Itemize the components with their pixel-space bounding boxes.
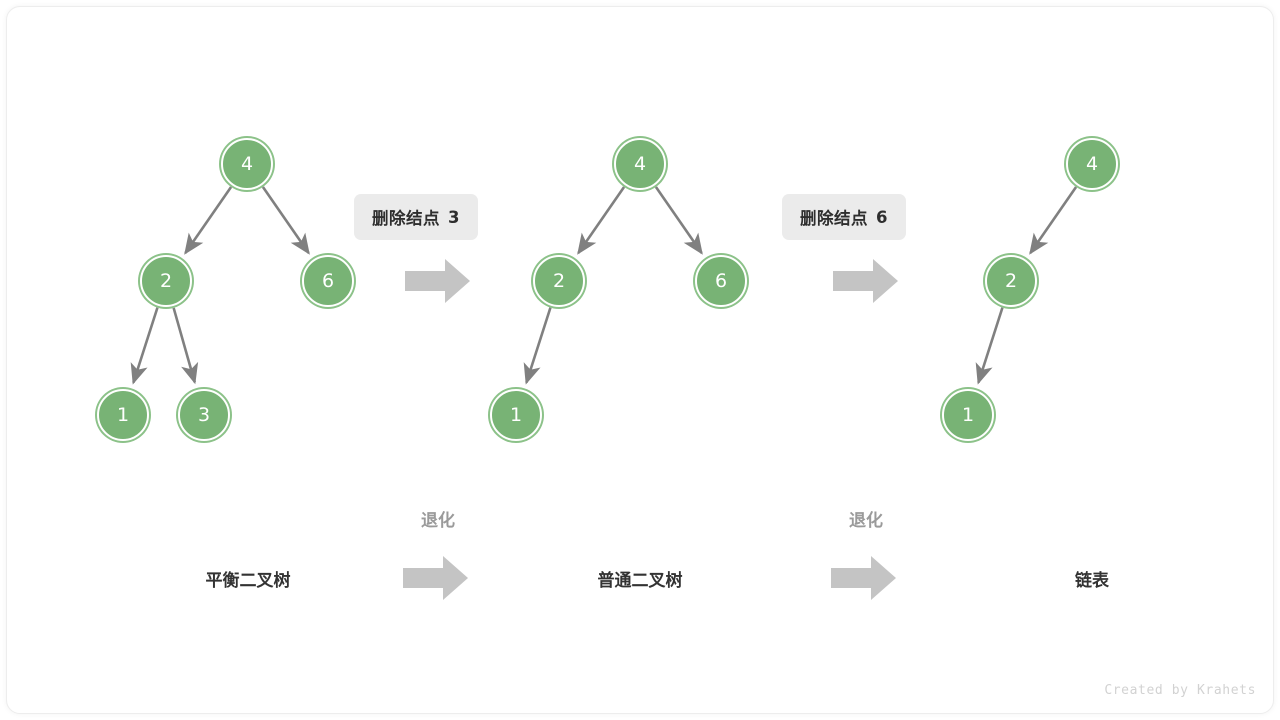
tree-edges [130,186,1078,385]
stage-caption: 链表 [1075,571,1109,591]
tree-edge [1029,186,1078,255]
tree-node[interactable]: 6 [695,255,747,307]
chip-value: 6 [876,207,888,227]
tree-node[interactable]: 2 [985,255,1037,307]
tree-node[interactable]: 2 [140,255,192,307]
chip-label: 删除结点 [372,209,440,228]
stage-caption: 普通二叉树 [597,571,683,591]
tree-edge [975,307,1004,385]
tree-node[interactable]: 6 [302,255,354,307]
degrade-arrow-icon [403,554,469,602]
delete-node-chip[interactable]: 删除结点 3 [354,194,478,240]
tree-node[interactable]: 1 [97,389,149,441]
degrade-arrow-icon [831,554,897,602]
tree-node[interactable]: 1 [942,389,994,441]
tree-edge [654,186,703,255]
watermark: Created by Krahets [1104,683,1256,698]
tree-node[interactable]: 4 [1066,138,1118,190]
tree-edge [261,186,310,255]
transition-arrow-icon [833,257,899,305]
tree-node[interactable]: 2 [533,255,585,307]
tree-edge [577,186,626,255]
tree-edge [523,307,552,385]
chip-value: 3 [448,207,460,227]
tree-edge [172,307,199,385]
tree-node[interactable]: 3 [178,389,230,441]
degrade-label: 退化 [421,511,455,531]
figure-card [6,6,1274,714]
tree-node[interactable]: 4 [221,138,273,190]
tree-edge [184,186,233,255]
tree-node[interactable]: 4 [614,138,666,190]
delete-node-chip[interactable]: 删除结点 6 [782,194,906,240]
tree-node[interactable]: 1 [490,389,542,441]
chip-label: 删除结点 [800,209,868,228]
stage-caption: 平衡二叉树 [205,571,291,591]
degrade-label: 退化 [849,511,883,531]
transition-arrow-icon [405,257,471,305]
tree-edge [130,307,159,385]
